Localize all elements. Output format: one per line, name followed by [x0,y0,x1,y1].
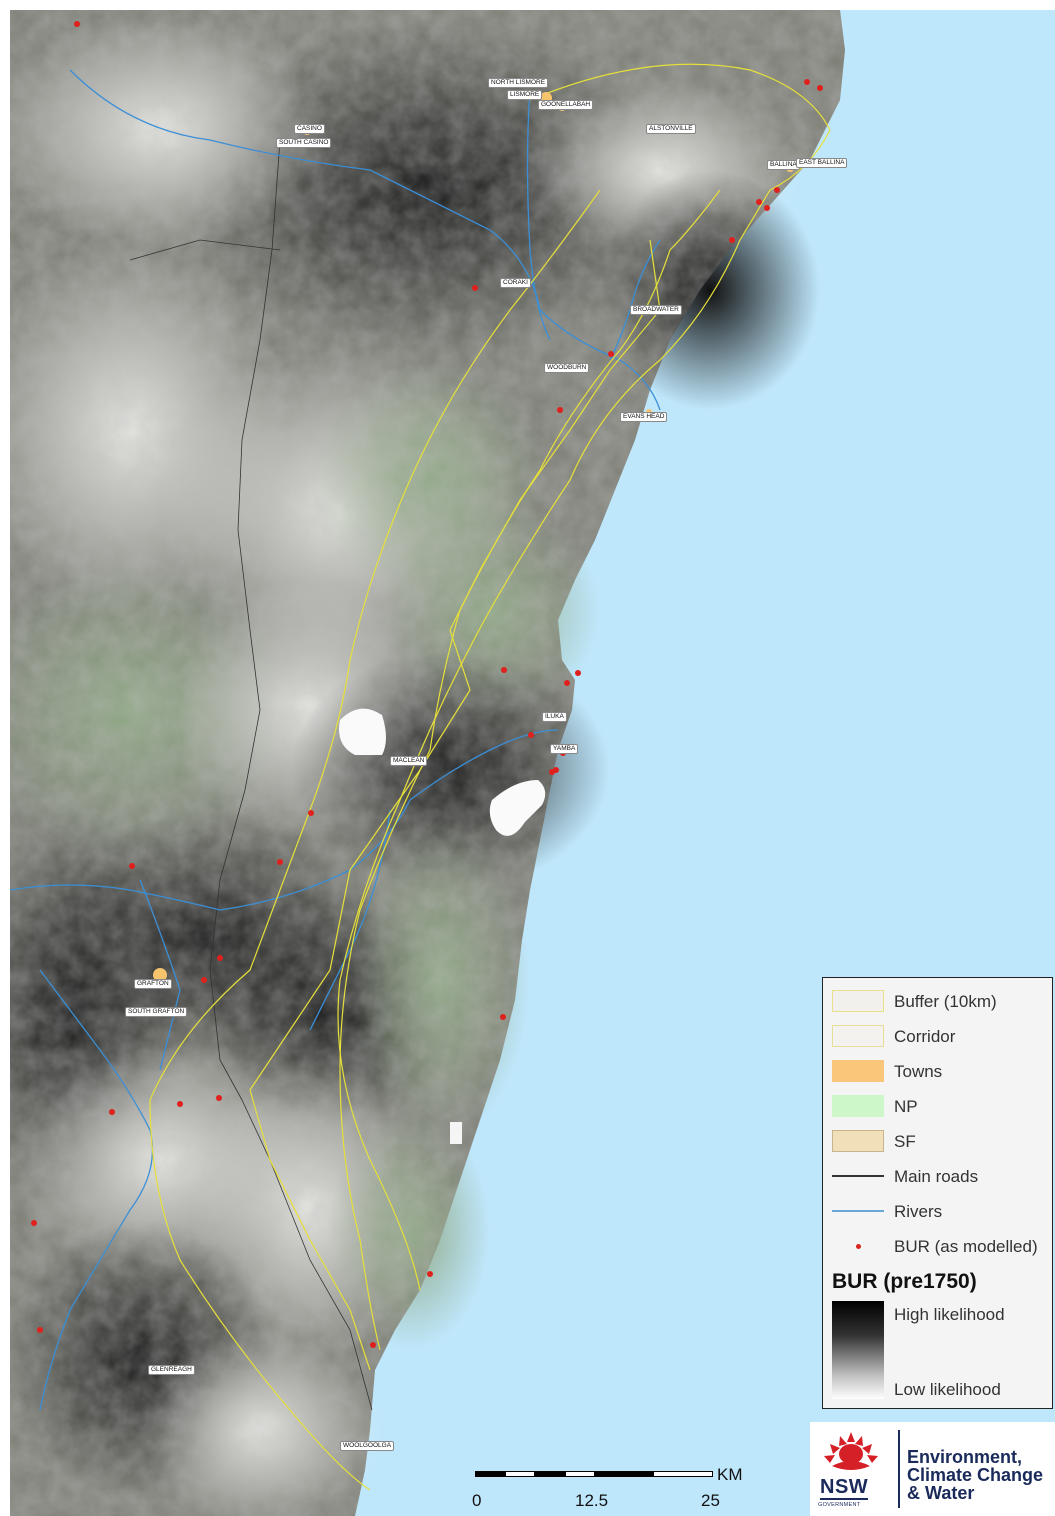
bur-point [501,667,507,673]
town-label-woolgoolga: WOOLGOOLGA [340,1441,395,1451]
scale-tick: 25 [701,1491,720,1510]
town-label-glenreagh: GLENREAGH [148,1365,195,1375]
bur-point [564,680,570,686]
logo-nsw-text: NSW [820,1476,869,1498]
bur-point [308,810,314,816]
gradient-high-label: High likelihood [894,1305,1005,1324]
legend-label: NP [894,1097,918,1116]
bur-point [201,977,207,983]
bur-point [37,1327,43,1333]
town-label-woodburn: WOODBURN [544,363,590,373]
cleared-area [339,708,386,755]
corridor-buffer [149,63,831,1491]
bur-point [109,1109,115,1115]
likelihood-gradient [832,1301,884,1399]
town-label-evans-head: EVANS HEAD [620,412,668,422]
river-line-icon [832,1210,884,1212]
legend-item-sf: SF [823,1124,1052,1154]
scale-unit: KM [717,1465,743,1484]
nsw-government-logo: NSW GOVERNMENT Environment, Climate Chan… [810,1422,1055,1516]
bur-point [608,351,614,357]
logo-line-1: Environment, [907,1447,1023,1467]
bur-point [370,1342,376,1348]
legend-item-np: NP [823,1089,1052,1119]
town-label-alstonville: ALSTONVILLE [646,124,696,134]
bur-point [774,187,780,193]
main-roads [129,139,373,1411]
logo-government-text: GOVERNMENT [818,1502,861,1508]
legend-title: BUR (pre1750) [832,1270,977,1293]
legend-label: Towns [894,1062,943,1081]
bur-point [528,732,534,738]
np-swatch [832,1095,884,1117]
bur-point [756,199,762,205]
bur-point [277,859,283,865]
legend-label: Corridor [894,1027,956,1046]
bur-point [74,21,80,27]
bur-point [31,1220,37,1226]
logo-underline [820,1498,868,1500]
bur-point [217,955,223,961]
legend-item-main-roads: Main roads [823,1159,1052,1189]
town-label-east-ballina: EAST BALLINA [796,158,848,168]
logo-divider [898,1430,900,1508]
town-label-yamba: YAMBA [550,744,579,754]
road-line-icon [832,1175,884,1177]
cleared-area [489,780,546,836]
legend-label: SF [894,1132,916,1151]
bur-point [500,1014,506,1020]
map-canvas[interactable]: NORTH LISMORE LISMORE GOONELLABAH CASINO… [10,10,1055,1516]
gradient-low-label: Low likelihood [894,1380,1001,1399]
scale-bar: 0 12.5 25 KM [472,1465,765,1515]
scale-tick: 12.5 [575,1491,609,1510]
scale-tick: 0 [472,1491,482,1510]
bur-point [216,1095,222,1101]
legend-label: BUR (as modelled) [894,1237,1038,1256]
bur-points [31,21,823,1348]
bur-point [472,285,478,291]
town-label-broadwater: BROADWATER [630,305,682,315]
bur-point [729,237,735,243]
waratah-icon [824,1432,878,1470]
bur-point [427,1271,433,1277]
bur-point [817,85,823,91]
bur-point-icon [856,1244,861,1249]
legend-item-buffer: Buffer (10km) [823,984,1052,1014]
legend-label: Rivers [894,1202,943,1221]
corridor-swatch [832,1025,884,1047]
town-label-north-lismore: NORTH LISMORE [488,78,549,88]
town-label-casino: CASINO [294,124,325,134]
town-label-south-casino: SOUTH CASINO [276,138,332,148]
legend-item-corridor: Corridor [823,1019,1052,1049]
bur-point [129,863,135,869]
bur-point [804,79,810,85]
town-label-south-grafton: SOUTH GRAFTON [125,1007,188,1017]
town-label-maclean: MACLEAN [390,756,428,766]
bur-point [575,670,581,676]
legend-label: Main roads [894,1167,979,1186]
map-legend: Buffer (10km) Corridor Towns NP SF Main … [822,977,1053,1409]
towns-swatch [832,1060,884,1082]
bur-point [177,1101,183,1107]
bur-point [764,205,770,211]
bur-point [549,769,555,775]
logo-line-3: & Water [907,1483,975,1503]
legend-item-towns: Towns [823,1054,1052,1084]
town-label-ballina: BALLINA [767,160,800,170]
town-label-grafton: GRAFTON [134,979,172,989]
town-label-iluka: ILUKA [542,712,567,722]
town-label-coraki: CORAKI [500,278,531,288]
legend-label: Buffer (10km) [894,992,997,1011]
town-label-goonellabah: GOONELLABAH [538,100,594,110]
legend-item-bur: BUR (as modelled) [823,1229,1052,1259]
buffer-swatch [832,990,884,1012]
bur-point [557,407,563,413]
logo-line-2: Climate Change [907,1465,1044,1485]
legend-item-rivers: Rivers [823,1194,1052,1224]
town-label-lismore: LISMORE [507,90,543,100]
sf-swatch [832,1130,884,1152]
